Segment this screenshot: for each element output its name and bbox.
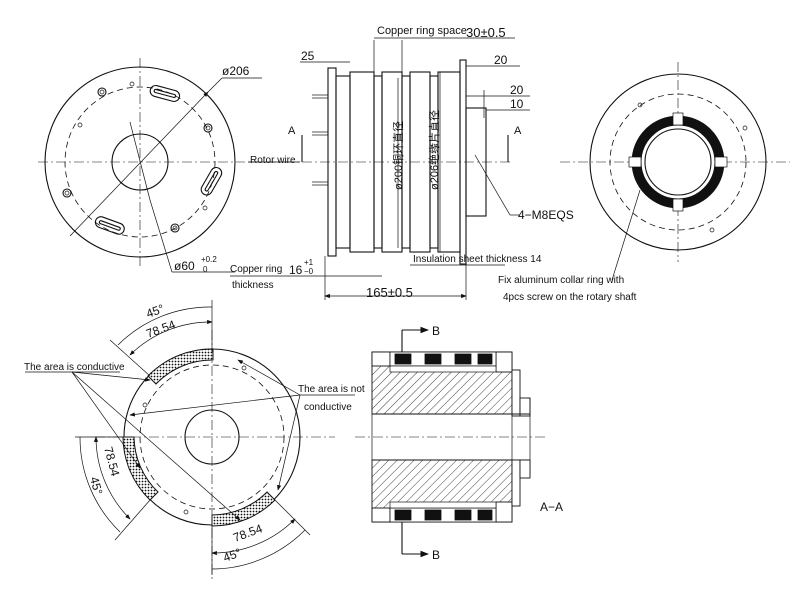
dia-206-label: ø206	[222, 64, 250, 78]
dia-60-label: ø60	[174, 259, 195, 273]
copper-ring-tol-low: −0	[304, 267, 314, 276]
fix-collar-line2: 4pcs screw on the rotary shaft	[503, 292, 637, 303]
dim-165-label: 165±0.5	[366, 285, 413, 300]
dia-60-tol-low: 0	[203, 265, 208, 274]
conductive-area-view	[25, 300, 355, 580]
section-a-left-label: A	[288, 125, 296, 137]
dim-25-label: 25	[301, 49, 315, 63]
section-aa-label: A−A	[540, 500, 563, 514]
copper-ring-thickness-2-label: thickness	[232, 280, 274, 291]
area-not-conductive-line2: conductive	[304, 402, 352, 413]
arc-78-left-label: 78.54	[101, 445, 122, 478]
copper-ring-tol-up: +1	[304, 258, 314, 267]
area-not-conductive-line1: The area is not	[298, 384, 365, 395]
rotor-wire-label: Rotor wire	[250, 155, 296, 166]
rear-view-right	[560, 62, 790, 262]
section-view-aa	[355, 326, 545, 558]
arc-78-bottom-label: 78.54	[231, 521, 264, 545]
arc-78-top-label: 78.54	[144, 317, 177, 341]
dia-60-tol-up: +0.2	[201, 255, 217, 264]
section-b-bottom-label: B	[432, 548, 440, 562]
copper-ring-space-label: Copper ring space	[377, 25, 467, 37]
front-view-left	[38, 58, 262, 273]
dia-206-vertical-label: ø206绝缘片直径	[427, 110, 441, 190]
angle-45-bottom-label: 45°	[221, 545, 243, 564]
section-b-top-label: B	[432, 324, 440, 338]
m8-label: 4−M8EQS	[518, 208, 574, 222]
fix-collar-line1: Fix aluminum collar ring with	[498, 275, 624, 286]
dim-20-mid-label: 20	[510, 83, 524, 97]
insulation-label: Insulation sheet thickness 14	[413, 254, 542, 265]
section-a-right-label: A	[514, 125, 522, 137]
copper-ring-value: 16	[289, 263, 303, 277]
side-view-center	[230, 37, 641, 300]
area-conductive-label: The area is conductive	[24, 362, 125, 373]
angle-45-left-label: 45°	[87, 475, 105, 496]
copper-ring-space-value: 30±0.5	[466, 25, 506, 40]
dim-20-top-label: 20	[494, 53, 508, 67]
dim-10-label: 10	[510, 97, 524, 111]
angle-45-top-label: 45°	[144, 301, 166, 320]
dia-200-vertical-label: ø200铜环直径	[391, 121, 405, 190]
copper-ring-thickness-label: Copper ring	[230, 264, 282, 275]
